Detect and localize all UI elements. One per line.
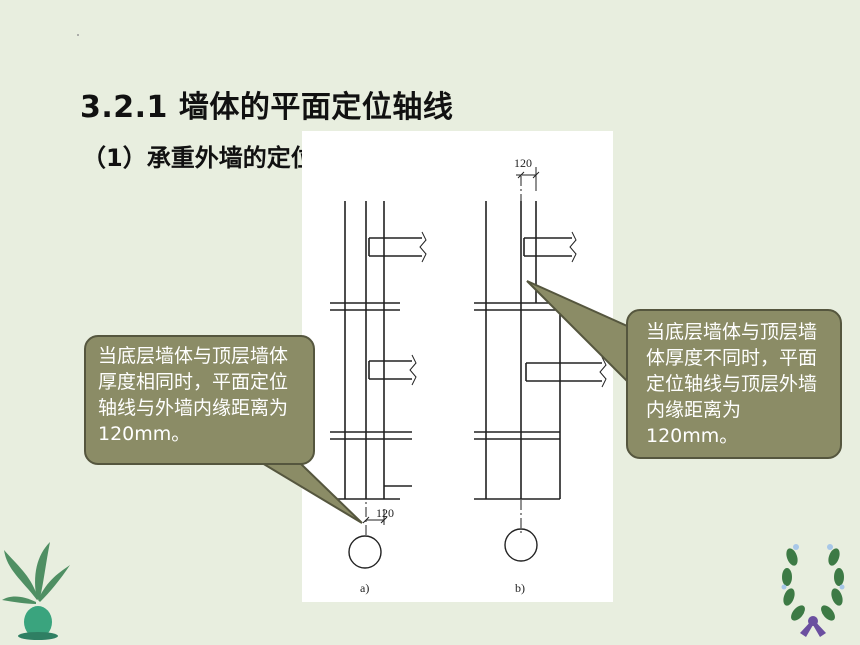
dimension-label-a: 120	[376, 506, 394, 520]
callout-same-thickness: 当底层墙体与顶层墙体厚度相同时，平面定位轴线与外墙内缘距离为120mm。	[84, 335, 315, 465]
wall-axis-figure: 120 120 a) b)	[302, 131, 613, 602]
bullet-dot	[77, 34, 79, 36]
figure-label-a: a)	[360, 581, 369, 595]
laurel-wreath-decoration-icon	[781, 544, 845, 637]
callout-different-thickness: 当底层墙体与顶层墙体厚度不同时，平面定位轴线与顶层外墙内缘距离为120mm。	[626, 309, 842, 459]
slide-title: 3.2.1 墙体的平面定位轴线	[80, 90, 454, 125]
figure-label-b: b)	[515, 581, 525, 595]
dimension-label-b: 120	[514, 156, 532, 170]
palm-plant-decoration-icon	[2, 542, 70, 640]
wall-axis-drawing: 120 120 a) b)	[330, 156, 607, 595]
